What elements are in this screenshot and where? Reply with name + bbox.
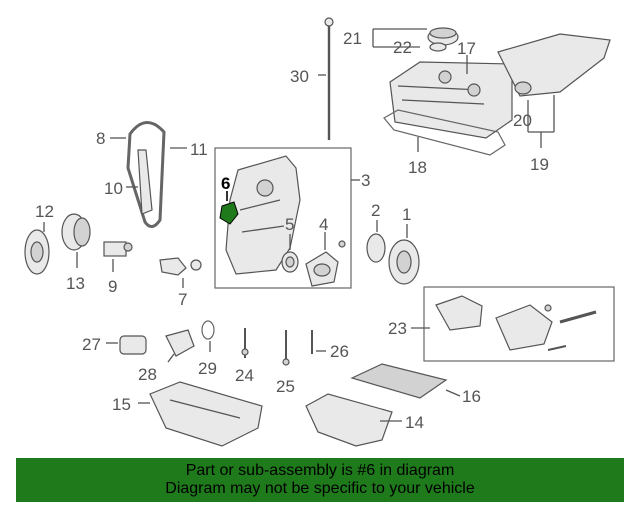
callout-30: 30	[290, 67, 309, 86]
callout-13: 13	[66, 274, 85, 293]
part-22-washer	[372, 29, 447, 52]
callout-18: 18	[408, 158, 427, 177]
callout-22: 22	[393, 38, 412, 57]
callout-24: 24	[235, 366, 254, 385]
part-4-oil-pump	[305, 232, 346, 287]
part-13-vtc-actuator	[61, 213, 91, 268]
callout-1: 1	[402, 205, 411, 224]
part-14-lower-oil-pan	[305, 393, 402, 447]
callout-20: 20	[513, 111, 532, 130]
callout-23: 23	[388, 319, 407, 338]
part-30-dipstick	[318, 17, 334, 140]
callout-11: 11	[190, 140, 208, 159]
part-19-engine-cover	[497, 33, 611, 148]
callout-12: 12	[35, 202, 54, 221]
part-5-oil-seal	[281, 234, 299, 273]
callout-8: 8	[96, 129, 105, 148]
timing-cover-group-box	[214, 147, 352, 289]
callout-27: 27	[82, 335, 101, 354]
part-info-banner: Part or sub-assembly is #6 in diagram Di…	[16, 458, 624, 502]
callout-5: 5	[285, 215, 294, 234]
part-6-highlighted	[219, 191, 239, 225]
callout-3: 3	[361, 171, 370, 190]
part-16-baffle-plate	[350, 363, 461, 399]
callout-7: 7	[178, 290, 187, 309]
callout-21: 21	[343, 29, 362, 48]
part-10-tensioner-arm	[126, 149, 153, 215]
callout-14: 14	[405, 413, 424, 432]
callout-9: 9	[108, 277, 117, 296]
banner-line-2: Diagram may not be specific to your vehi…	[165, 480, 475, 497]
part-8-timing-chain	[110, 121, 166, 228]
part-15-upper-oil-pan	[138, 381, 263, 447]
part-7-outlet	[159, 257, 202, 288]
callout-29: 29	[198, 359, 217, 378]
part-17-valve-cover	[389, 55, 513, 139]
callout-10: 10	[104, 179, 123, 198]
callout-19: 19	[530, 155, 549, 174]
part-25-bolt	[282, 330, 290, 366]
part-12-sprocket	[24, 222, 50, 275]
callout-26: 26	[330, 342, 349, 361]
part-21-oil-cap	[373, 27, 459, 46]
callout-28: 28	[138, 365, 157, 384]
callout-17: 17	[457, 39, 476, 58]
part-24-bolt	[241, 328, 249, 358]
part-9-spool-valve	[103, 241, 133, 272]
callout-25: 25	[276, 377, 295, 396]
engine-parts-diagram: 1 2 3 4 5 6 7 8 9 10 11 12 13 14 15 16 1…	[24, 17, 615, 447]
callout-6: 6	[221, 174, 230, 193]
callout-16: 16	[462, 387, 481, 406]
part-26-bolt	[311, 330, 326, 354]
part-1-crank-pulley	[388, 224, 420, 285]
callout-4: 4	[319, 215, 328, 234]
part-20-seal	[514, 81, 532, 95]
part-23-balancer-assembly	[411, 295, 597, 351]
part-29-o-ring	[201, 320, 215, 352]
callout-15: 15	[112, 395, 131, 414]
part-2-gear	[366, 220, 386, 263]
banner-line-1: Part or sub-assembly is #6 in diagram	[185, 462, 455, 479]
part-18-gasket	[383, 109, 506, 156]
part-28-filter-housing	[165, 329, 195, 363]
part-27-oil-filter	[106, 335, 147, 355]
callout-2: 2	[371, 201, 380, 220]
balancer-group-box	[423, 286, 615, 362]
